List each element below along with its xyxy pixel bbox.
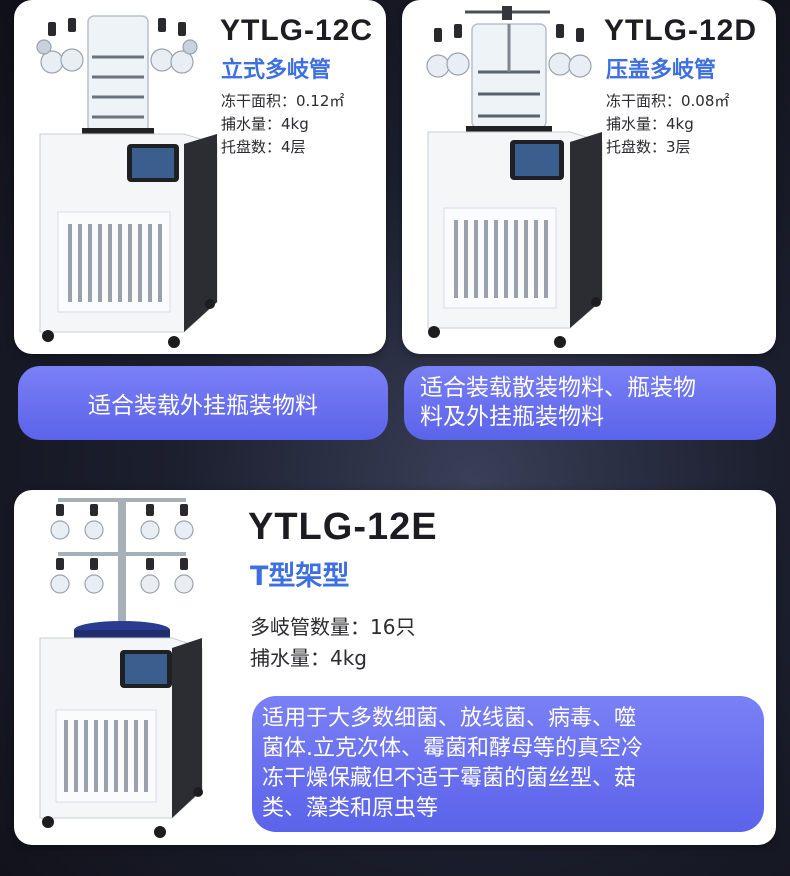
usage-note-text: 适合装载外挂瓶装物料 [88,393,318,419]
model-name: YTLG-12E [248,506,438,548]
usage-note-12e: 适用于大多数细菌、放线菌、病毒、噬 菌体.立克次体、霉菌和酵母等的真空冷 冻干燥… [252,696,764,832]
model-name: YTLG-12C [220,14,374,47]
usage-note-line: 料及外挂瓶装物料 [420,404,604,430]
spec-item: 冻干面积：0.12㎡ [221,92,345,110]
usage-note-line: 类、藻类和原虫等 [262,796,439,821]
usage-note-12c: 适合装载外挂瓶装物料 [18,366,388,440]
spec-item: 捕水量：4kg [606,115,694,133]
spec-item: 多岐管数量：16只 [250,615,416,639]
spec-list: 冻干面积：0.12㎡ 捕水量：4kg 托盘数：4层 [221,90,344,159]
freeze-dryer-12d-image [426,6,603,348]
product-card-12e: YTLG-12E T型架型 多岐管数量：16只 捕水量：4kg 适用于大多数细菌… [14,490,776,845]
spec-item: 捕水量：4kg [221,115,309,133]
model-subtitle: 压盖多岐管 [606,58,717,83]
usage-note-line: 菌体.立克次体、霉菌和酵母等的真空冷 [262,736,643,761]
model-subtitle: T型架型 [250,561,350,592]
usage-note-line: 适用于大多数细菌、放线菌、病毒、噬 [262,706,637,731]
product-card-12d: YTLG-12D 压盖多岐管 冻干面积：0.08㎡ 捕水量：4kg 托盘数：3层 [402,0,776,354]
usage-note-line: 冻干燥保藏但不适于霉菌的菌丝型、菇 [262,766,637,791]
product-card-12c: YTLG-12C 立式多岐管 冻干面积：0.12㎡ 捕水量：4kg 托盘数：4层 [14,0,386,354]
model-subtitle: 立式多岐管 [221,58,332,83]
freeze-dryer-12c-image [36,15,218,348]
spec-item: 捕水量：4kg [250,646,368,670]
spec-item: 冻干面积：0.08㎡ [606,92,730,110]
model-name: YTLG-12D [604,14,758,47]
freeze-dryer-12e-image [39,498,203,838]
spec-item: 托盘数：4层 [221,138,306,156]
usage-note-line: 适合装载散装物料、瓶装物 [420,375,696,401]
spec-list: 多岐管数量：16只 捕水量：4kg [250,612,415,674]
spec-item: 托盘数：3层 [606,138,691,156]
spec-list: 冻干面积：0.08㎡ 捕水量：4kg 托盘数：3层 [606,90,729,159]
usage-note-12d: 适合装载散装物料、瓶装物 料及外挂瓶装物料 [404,366,776,440]
